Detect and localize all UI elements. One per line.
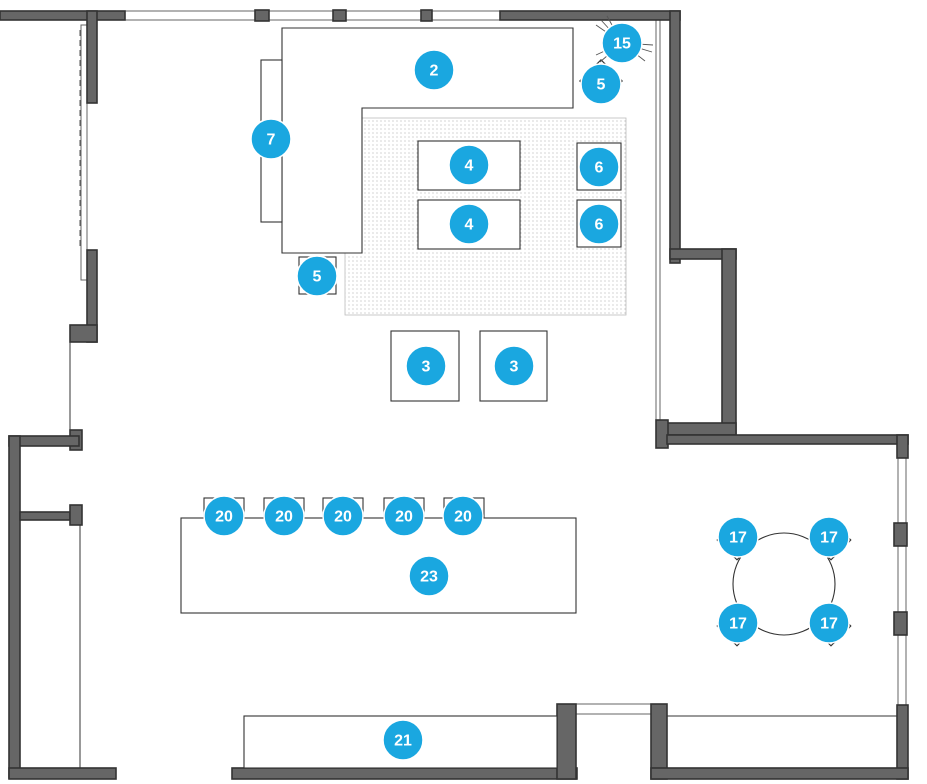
marker-circle [717, 602, 759, 644]
marker-label: 4 [465, 158, 474, 175]
marker-circle [493, 345, 535, 387]
sectional-sofa [281, 27, 574, 254]
marker-circle [250, 118, 292, 160]
wall-top-mullion-2 [332, 9, 347, 22]
marker-circle [263, 495, 305, 537]
marker-17b: 17 [808, 516, 850, 558]
marker-17d: 17 [808, 602, 850, 644]
marker-label: 20 [395, 509, 413, 526]
wall-right-mullion-2 [893, 611, 908, 636]
wall-top-mullion-1 [254, 9, 270, 22]
kitchen-island [180, 517, 577, 614]
window-left-upper [80, 24, 88, 281]
wall-right-bay-side [721, 248, 737, 436]
door-frame-bottom [575, 703, 652, 715]
marker-label: 20 [454, 509, 472, 526]
marker-label: 17 [820, 616, 838, 633]
wall-left-jog [69, 324, 98, 343]
wall-right-bay-bottom [666, 422, 737, 436]
marker-label: 21 [394, 733, 412, 750]
wall-left-stub-top [86, 10, 98, 104]
wall-right-ledge [666, 434, 909, 445]
marker-circle [442, 495, 484, 537]
wall-top-mullion-3 [420, 9, 433, 22]
marker-5b: 5 [296, 255, 338, 297]
window-right-upper [655, 13, 661, 435]
marker-label: 3 [510, 359, 519, 376]
marker-4b: 4 [448, 203, 490, 245]
marker-circle [717, 516, 759, 558]
wall-bottom-left [231, 767, 578, 780]
marker-4a: 4 [448, 144, 490, 186]
marker-circle [322, 495, 364, 537]
marker-20e: 20 [442, 495, 484, 537]
wall-right-mullion-1 [893, 522, 908, 547]
marker-17c: 17 [717, 602, 759, 644]
marker-2: 2 [413, 49, 455, 91]
marker-3b: 3 [493, 345, 535, 387]
marker-circle [405, 345, 447, 387]
wall-left-alcove-shelf [19, 511, 71, 521]
marker-label: 2 [430, 63, 439, 80]
marker-label: 6 [595, 160, 604, 177]
wall-right-upper [669, 10, 681, 264]
wall-right-pier [655, 419, 669, 449]
marker-label: 20 [215, 509, 233, 526]
marker-20b: 20 [263, 495, 305, 537]
markers: 2 15 5 7 4 4 6 6 5 3 3 20 20 20 20 20 23… [203, 22, 850, 761]
marker-circle [578, 146, 620, 188]
wall-top-right [499, 10, 681, 21]
marker-5a: 5 [580, 63, 622, 105]
marker-6a: 6 [578, 146, 620, 188]
marker-circle [808, 602, 850, 644]
wall-bottom-right [650, 767, 909, 780]
marker-label: 7 [267, 132, 276, 149]
marker-15: 15 [601, 22, 643, 64]
marker-label: 6 [595, 217, 604, 234]
marker-label: 17 [729, 616, 747, 633]
marker-circle [413, 49, 455, 91]
wall-left-pier-2 [69, 504, 83, 526]
marker-circle [448, 144, 490, 186]
marker-circle [203, 495, 245, 537]
marker-circle [578, 203, 620, 245]
marker-label: 17 [729, 530, 747, 547]
marker-circle [808, 516, 850, 558]
marker-label: 15 [613, 36, 631, 53]
walls [0, 9, 909, 780]
marker-label: 5 [597, 77, 606, 94]
marker-7: 7 [250, 118, 292, 160]
marker-label: 5 [313, 269, 322, 286]
marker-20a: 20 [203, 495, 245, 537]
marker-21: 21 [382, 719, 424, 761]
dining-table [732, 532, 836, 636]
marker-circle [448, 203, 490, 245]
marker-circle [383, 495, 425, 537]
marker-label: 20 [275, 509, 293, 526]
marker-label: 20 [334, 509, 352, 526]
marker-20d: 20 [383, 495, 425, 537]
marker-circle [580, 63, 622, 105]
wall-top-left [0, 10, 126, 21]
marker-circle [296, 255, 338, 297]
marker-20c: 20 [322, 495, 364, 537]
wall-bottom-door-left [556, 703, 577, 780]
marker-label: 3 [422, 359, 431, 376]
marker-23: 23 [408, 555, 450, 597]
marker-label: 4 [465, 217, 474, 234]
wall-left-alcove-side [8, 435, 21, 779]
marker-label: 17 [820, 530, 838, 547]
window-right-lower [897, 457, 907, 706]
window-top [124, 10, 501, 21]
marker-circle [601, 22, 643, 64]
marker-circle [408, 555, 450, 597]
marker-circle [382, 719, 424, 761]
wall-left-bottom [8, 767, 117, 780]
marker-17a: 17 [717, 516, 759, 558]
marker-label: 23 [420, 569, 438, 586]
marker-6b: 6 [578, 203, 620, 245]
marker-3a: 3 [405, 345, 447, 387]
wall-right-lower-top [896, 434, 909, 459]
